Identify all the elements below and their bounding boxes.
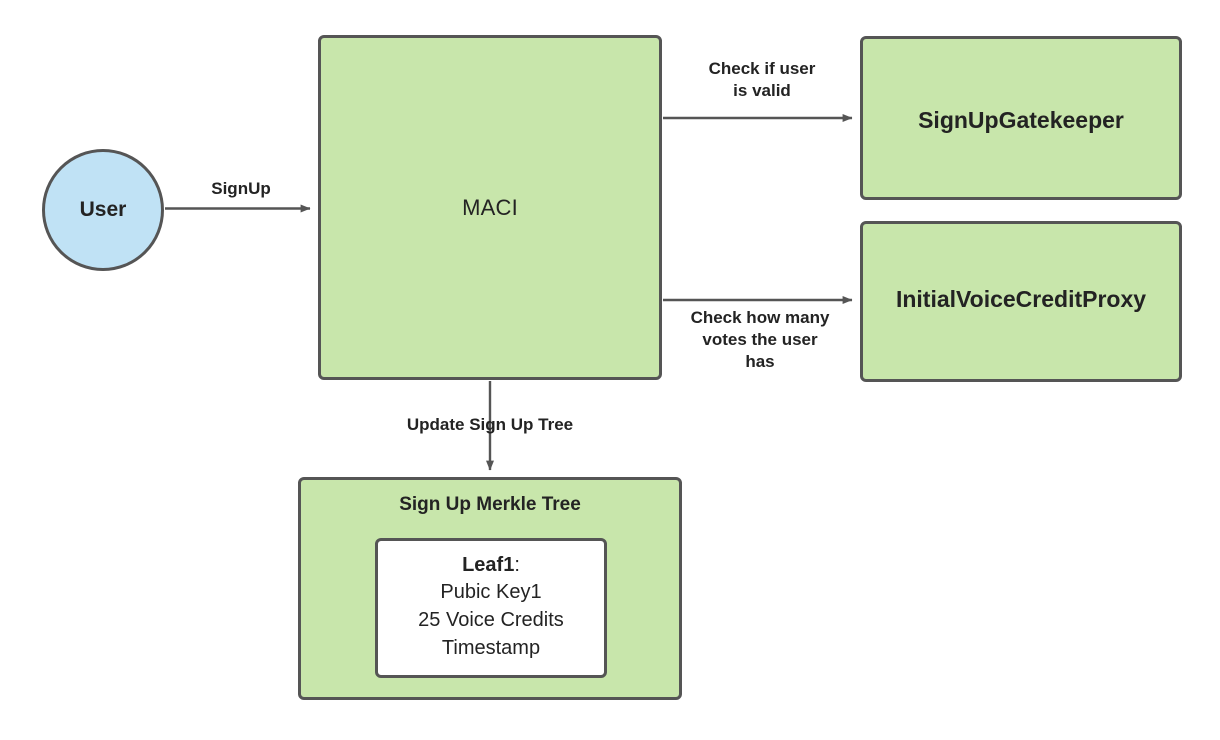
node-sign-up-merkle-tree-label: Sign Up Merkle Tree — [399, 494, 581, 515]
leaf1-title-suffix: : — [514, 553, 520, 576]
leaf1-title: Leaf1: — [462, 552, 520, 580]
node-signup-gatekeeper[interactable]: SignUpGatekeeper — [860, 36, 1182, 200]
node-maci[interactable]: MACI — [318, 35, 662, 380]
node-initial-voice-credit-proxy[interactable]: InitialVoiceCreditProxy — [860, 221, 1182, 382]
edge-label-check-how-many-votes: Check how many votes the user has — [690, 308, 830, 371]
leaf1-line-timestamp: Timestamp — [441, 636, 541, 659]
node-user[interactable]: User — [42, 149, 164, 271]
node-maci-label: MACI — [462, 194, 518, 220]
edge-label-check-if-user-is-valid: Check if user is valid — [708, 59, 816, 100]
node-sign-up-merkle-tree[interactable]: Sign Up Merkle Tree Leaf1: Pubic Key1 25… — [298, 477, 682, 700]
edge-label-signup: SignUp — [211, 179, 271, 198]
edge-label-update-sign-up-tree: Update Sign Up Tree — [406, 415, 574, 434]
node-signup-gatekeeper-label: SignUpGatekeeper — [918, 107, 1124, 133]
leaf1-line-public-key: Pubic Key1 — [440, 581, 542, 604]
leaf1-line-voice-credits: 25 Voice Credits — [418, 609, 564, 631]
node-user-label: User — [79, 197, 127, 221]
node-initial-voice-credit-proxy-label: InitialVoiceCreditProxy — [895, 286, 1147, 312]
leaf1-box[interactable]: Leaf1: Pubic Key1 25 Voice Credits Times… — [375, 538, 607, 678]
leaf1-title-text: Leaf1 — [462, 553, 515, 576]
